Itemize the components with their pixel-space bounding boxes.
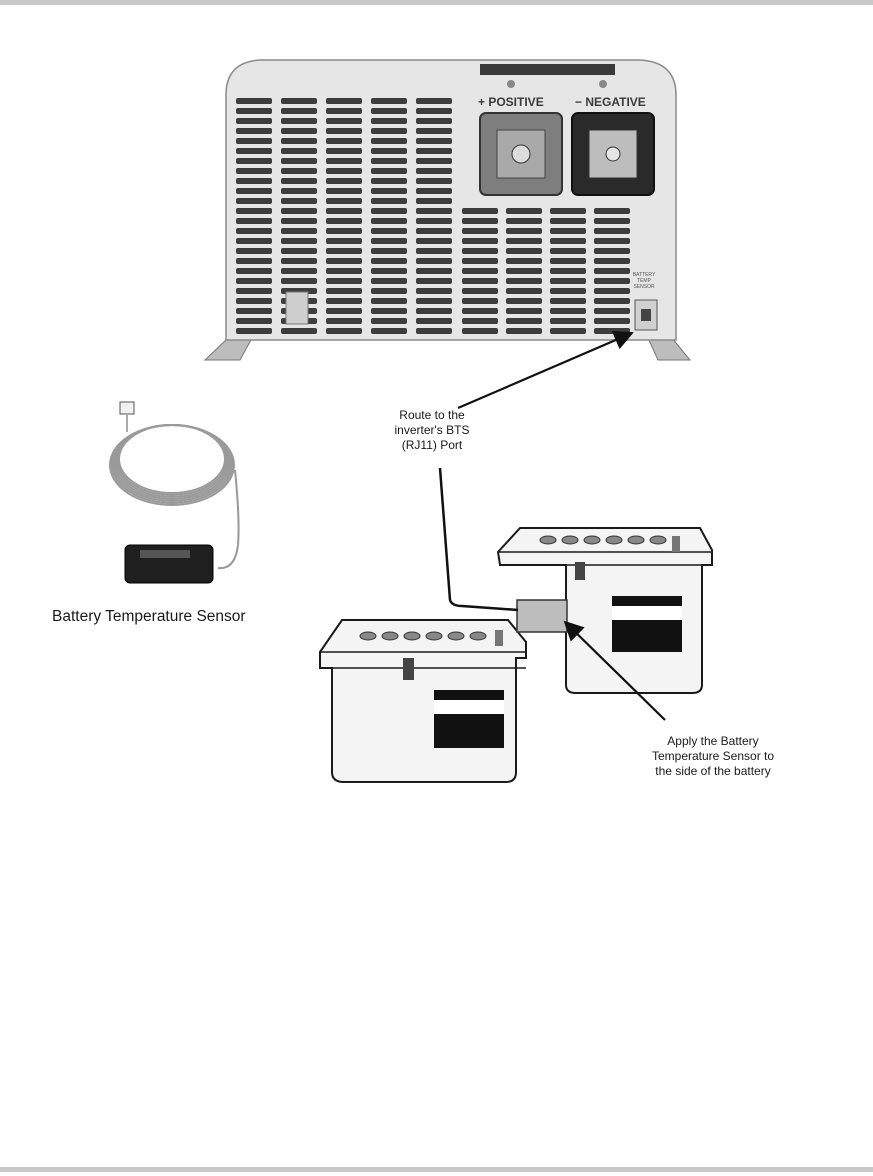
- sensor-cable-route: [438, 467, 519, 612]
- bts-port-label: BATTERY TEMP SENSOR: [632, 272, 656, 290]
- inverter-left-foot: [203, 337, 253, 361]
- sensor-caption: Battery Temperature Sensor: [52, 608, 246, 625]
- battery-front-label: [434, 690, 504, 748]
- battery-temperature-sensor-illustration: [109, 401, 240, 584]
- bottom-rule: [0, 1167, 873, 1172]
- chassis-bond: [285, 291, 309, 325]
- route-arrow: [457, 330, 634, 410]
- route-callout: Route to the inverter's BTS (RJ11) Port: [394, 408, 470, 452]
- sensor-cable-coil: [109, 424, 235, 506]
- battery-back-label: [612, 596, 682, 652]
- applied-sensor-patch: [516, 599, 568, 633]
- apply-arrow: [563, 620, 666, 721]
- battery-front: [319, 619, 527, 783]
- inverter-vent-grid: [236, 98, 630, 334]
- top-rule: [0, 0, 873, 5]
- apply-callout: Apply the Battery Temperature Sensor to …: [651, 734, 775, 778]
- negative-label: − NEGATIVE: [575, 95, 646, 109]
- positive-label: + POSITIVE: [478, 95, 544, 109]
- inverter-illustration: [203, 59, 692, 361]
- battery-back: [496, 527, 713, 694]
- inverter-right-foot: [647, 337, 692, 361]
- rj11-plug: [119, 401, 135, 415]
